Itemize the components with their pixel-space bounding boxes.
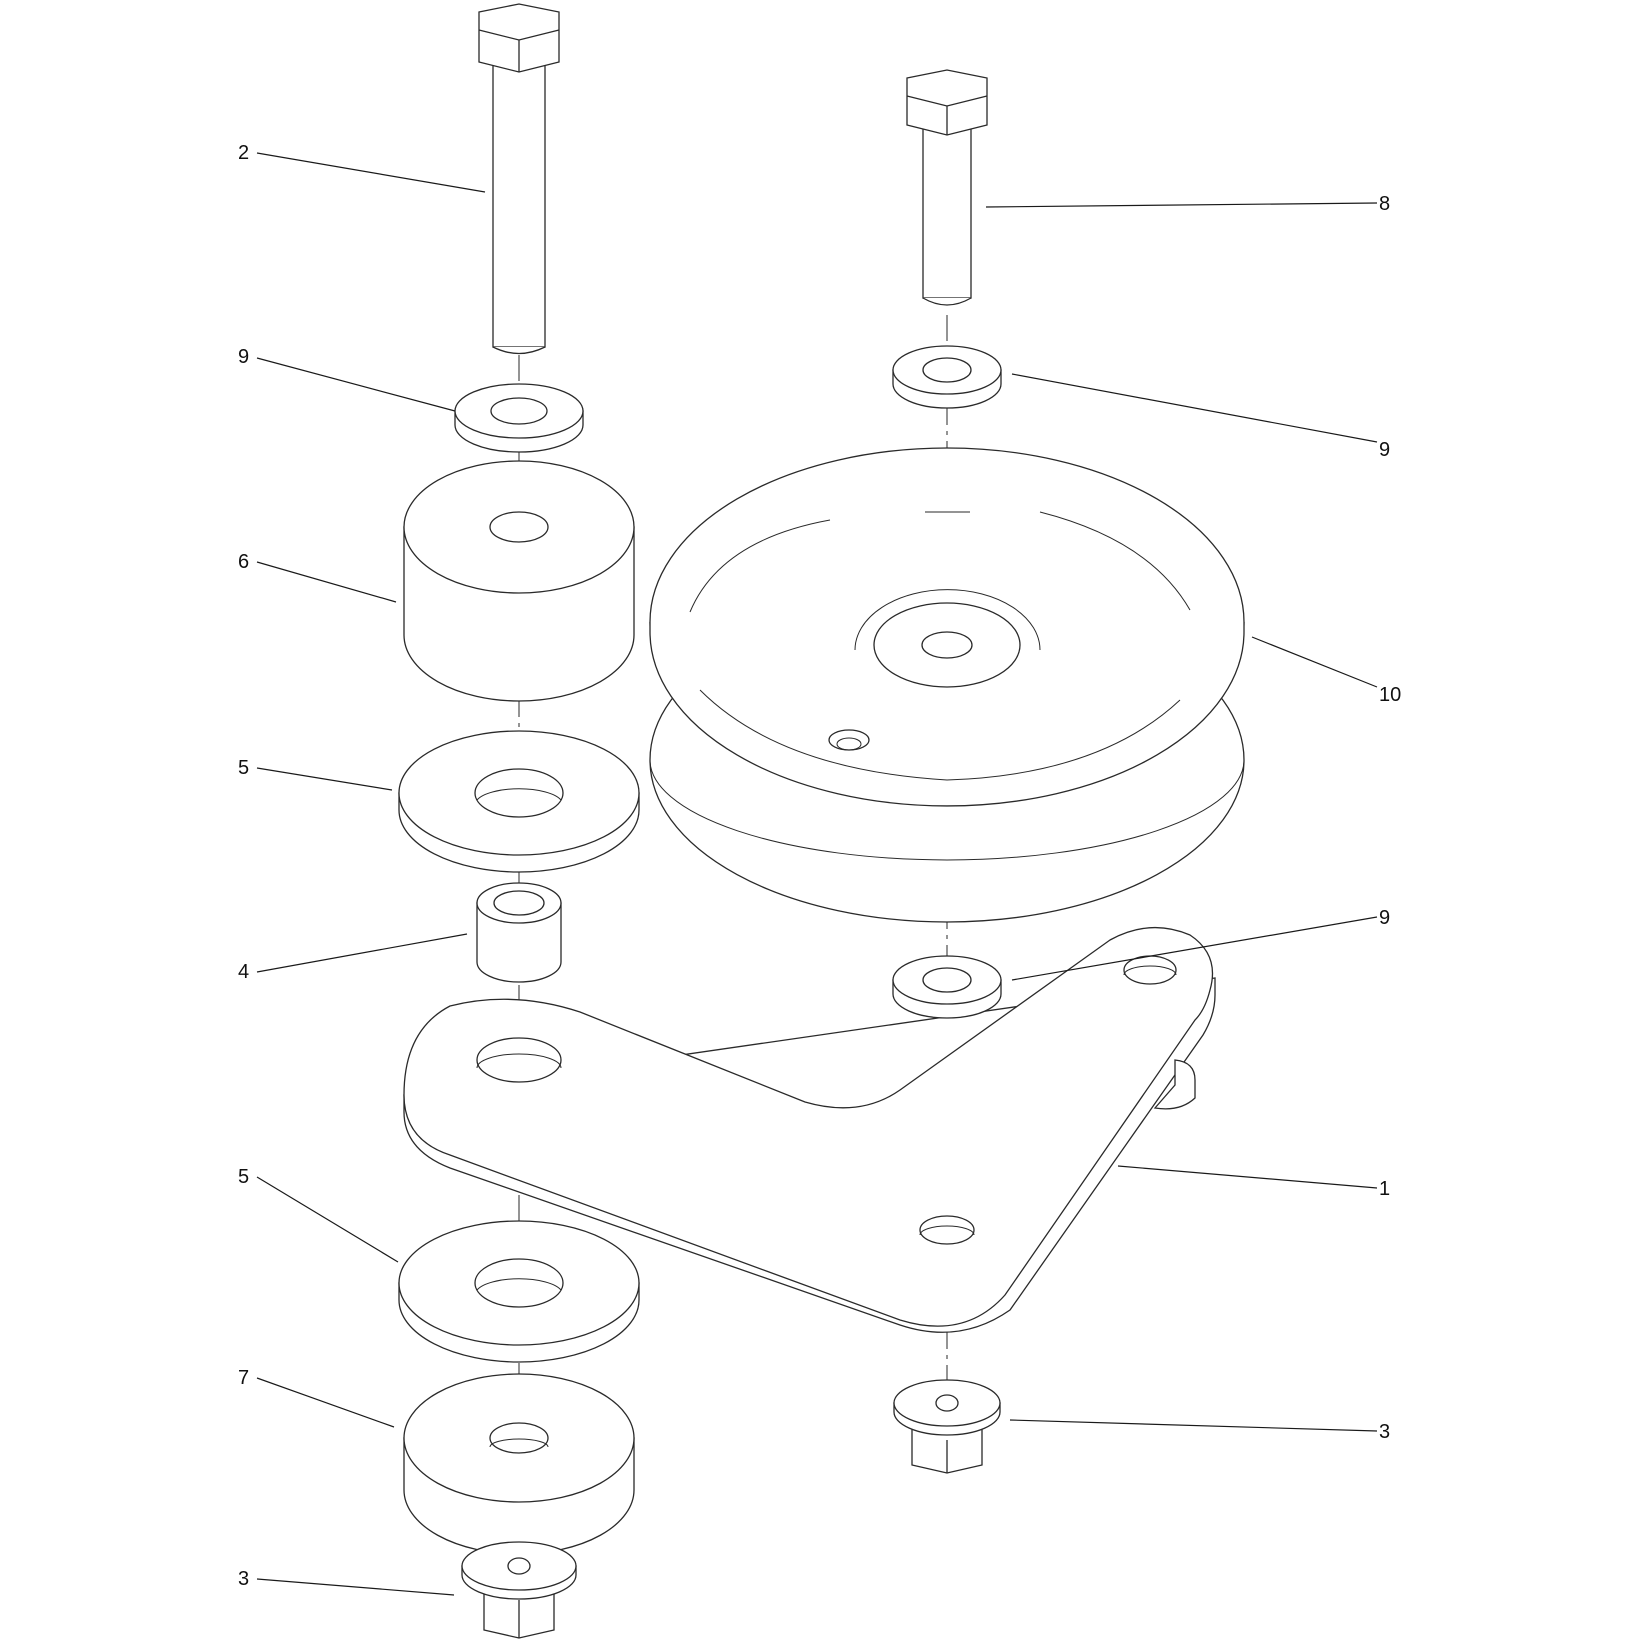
leader-3-left (256, 1578, 455, 1596)
callout-4: 4 (238, 961, 249, 983)
callout-9-right-lower: 9 (1379, 907, 1390, 929)
leader-5-lower (256, 1176, 399, 1263)
bushing (476, 882, 562, 983)
leader-6 (256, 561, 397, 603)
leader-9-left (256, 357, 456, 412)
callout-3-right: 3 (1379, 1421, 1390, 1443)
flange-nut-right (893, 1379, 1001, 1474)
idler-arm (403, 926, 1216, 1333)
washer-left-top (454, 383, 584, 453)
callout-3-left: 3 (238, 1568, 249, 1590)
callout-9-left: 9 (238, 346, 249, 368)
callout-5-upper: 5 (238, 757, 249, 779)
leader-5-upper (256, 767, 393, 791)
washer-large-upper (398, 730, 640, 873)
washer-right-lower (892, 955, 1002, 1019)
bumper-pad (403, 1373, 635, 1555)
washer-large-lower (398, 1220, 640, 1363)
leader-8 (985, 202, 1378, 208)
leader-3-right (1009, 1419, 1378, 1432)
spacer-cylinder (403, 460, 635, 702)
callout-6: 6 (238, 551, 249, 573)
callout-1: 1 (1379, 1178, 1390, 1200)
idler-pulley (649, 447, 1245, 923)
washer-right-top (892, 345, 1002, 409)
callout-9-right-top: 9 (1379, 439, 1390, 461)
leader-1 (1117, 1165, 1378, 1189)
callout-2: 2 (238, 142, 249, 164)
leader-4 (256, 933, 468, 973)
leader-10 (1251, 636, 1378, 688)
callout-7: 7 (238, 1367, 249, 1389)
bolt-right (906, 69, 988, 306)
leader-9-right-top (1011, 373, 1378, 443)
leader-2 (256, 152, 486, 193)
leader-9-right-lower (1011, 916, 1378, 981)
callout-10: 10 (1379, 684, 1401, 706)
flange-nut-left (461, 1541, 577, 1639)
callout-5-lower: 5 (238, 1166, 249, 1188)
callout-8: 8 (1379, 193, 1390, 215)
leader-7 (256, 1377, 395, 1428)
bolt-left (478, 3, 560, 355)
